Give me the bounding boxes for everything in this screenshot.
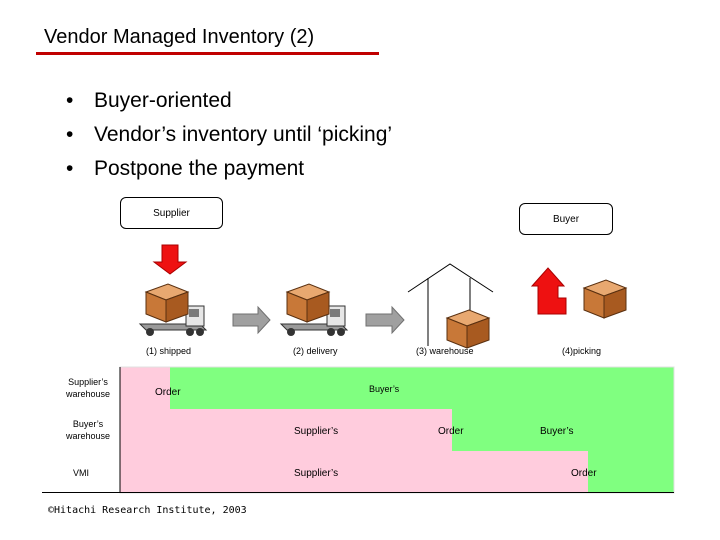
table-cell: Order	[155, 387, 181, 398]
down-arrow-icon	[152, 244, 188, 275]
bullet-dot: •	[66, 89, 74, 112]
bullet-item: • Buyer-oriented	[66, 84, 392, 118]
bullet-item: • Postpone the payment	[66, 152, 392, 186]
bullet-text: Postpone the payment	[94, 157, 305, 180]
truck-icon	[281, 284, 347, 336]
bullet-list: • Buyer-oriented • Vendor’s inventory unti…	[66, 84, 392, 186]
stage-label: (1) shipped	[146, 346, 192, 356]
row-label: VMI	[50, 467, 112, 479]
bullet-text: Vendor’s inventory until ‘picking’	[94, 123, 393, 146]
ownership-table	[42, 366, 675, 494]
table-cell: Order	[438, 426, 464, 437]
supplier-label: Supplier	[153, 207, 190, 219]
slide-title: Vendor Managed Inventory (2)	[44, 26, 315, 48]
truck-icon	[140, 284, 206, 336]
bullet-item: • Vendor’s inventory until ‘picking’	[66, 118, 392, 152]
package-icon	[583, 279, 627, 319]
buyer-box: Buyer	[519, 203, 613, 235]
stage-label: (3) warehouse	[416, 346, 474, 356]
title-underline	[36, 52, 379, 55]
row-label-line: warehouse	[65, 431, 111, 441]
row-label-line: Buyer’s	[72, 419, 104, 429]
bullet-text: Buyer-oriented	[94, 89, 232, 112]
row-label-line: Supplier’s	[68, 377, 108, 387]
package-icon	[446, 309, 490, 349]
row-label: Supplier’s warehouse	[50, 376, 126, 400]
picking-arrow-icon	[530, 267, 567, 315]
table-cell: Supplier’s	[294, 426, 339, 437]
table-cell: Supplier’s	[294, 468, 339, 479]
bullet-dot: •	[66, 123, 74, 146]
right-arrow-icon	[232, 305, 271, 335]
supplier-box: Supplier	[120, 197, 223, 229]
copyright-credit: ©Hitachi Research Institute, 2003	[48, 505, 247, 516]
row-label-line: warehouse	[65, 389, 111, 399]
stage-label: (2) delivery	[293, 346, 338, 356]
row-label: Buyer’s warehouse	[50, 418, 126, 442]
right-arrow-icon	[365, 305, 405, 335]
stage-label: (4)picking	[562, 346, 602, 356]
table-cell: Buyer’s	[540, 426, 574, 437]
table-cell: Buyer’s	[369, 384, 400, 394]
buyer-label: Buyer	[552, 213, 580, 225]
table-cell: Order	[571, 468, 597, 479]
bullet-dot: •	[66, 157, 74, 180]
row-label-line: VMI	[72, 468, 89, 478]
